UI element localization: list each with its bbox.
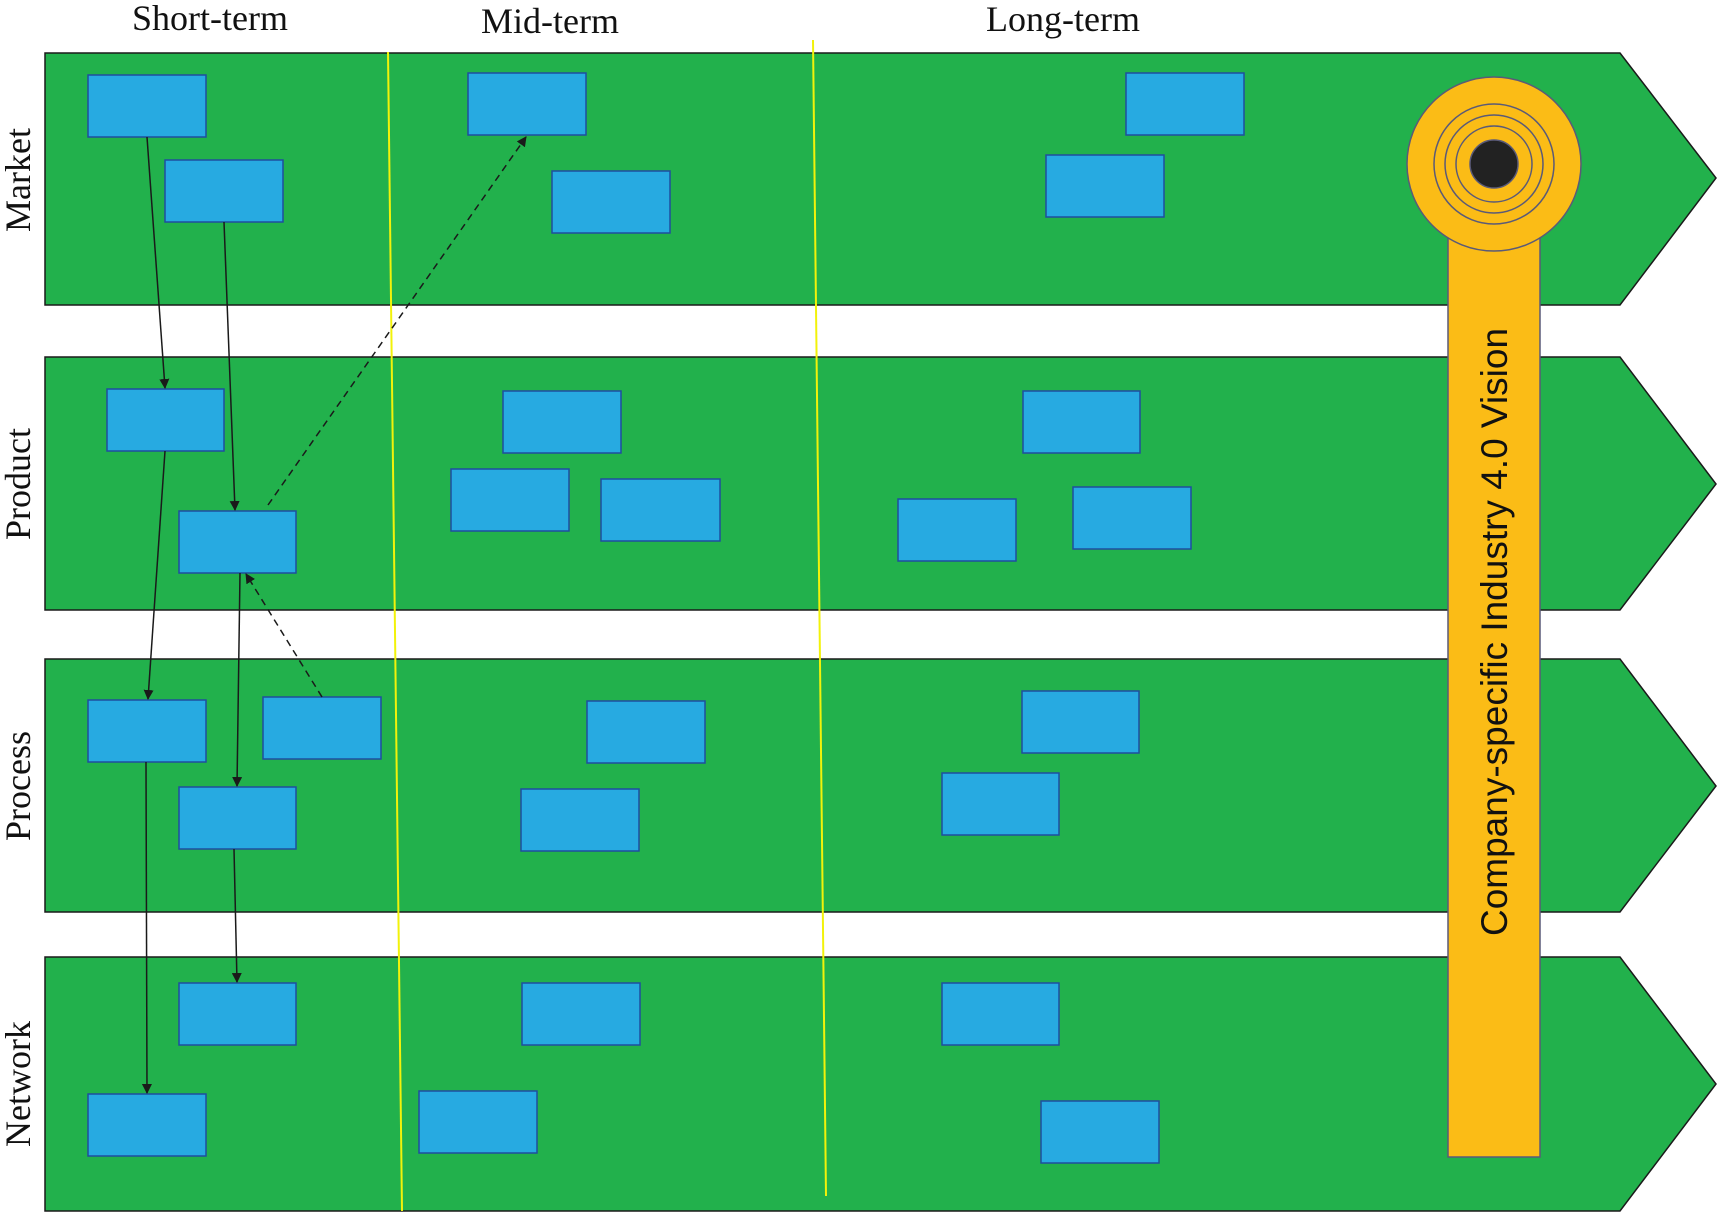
- box-network-2: [87, 1093, 207, 1157]
- lane-process: [44, 658, 1717, 913]
- lane-market: [44, 52, 1717, 306]
- arrow-product1-process1: [143, 450, 166, 700]
- vision-column: [1447, 214, 1541, 1158]
- box-product-2: [178, 510, 297, 574]
- arrow-product2-market3: [267, 136, 527, 506]
- box-market-4: [551, 170, 671, 234]
- arrow-market1-product1: [146, 136, 170, 389]
- arrow-process2-product2: [245, 573, 323, 698]
- lane-label-product: Product: [0, 428, 38, 540]
- box-market-3: [467, 72, 587, 136]
- arrow-product2-process4: [232, 572, 243, 787]
- lane-label-network: Network: [0, 1021, 38, 1147]
- box-process-2: [262, 696, 382, 760]
- box-process-5: [520, 788, 640, 852]
- arrow-process1-network2: [141, 761, 152, 1094]
- target-icon: [1406, 76, 1582, 252]
- box-network-5: [941, 982, 1060, 1046]
- vision-label: Company-specific Industry 4.0 Vision: [1474, 328, 1515, 936]
- lane-label-market: Market: [0, 128, 38, 232]
- box-product-8: [1072, 486, 1192, 550]
- box-network-4: [418, 1090, 538, 1154]
- divider-mid-long: [812, 39, 827, 1197]
- time-label-long-term: Long-term: [986, 0, 1140, 39]
- box-network-6: [1040, 1100, 1160, 1164]
- box-process-3: [586, 700, 706, 764]
- box-process-4: [178, 786, 297, 850]
- divider-short-mid: [387, 51, 403, 1212]
- arrow-market2-product2: [223, 221, 240, 511]
- box-network-3: [521, 982, 641, 1046]
- box-market-1: [87, 74, 207, 138]
- box-product-4: [450, 468, 570, 532]
- box-market-6: [1045, 154, 1165, 218]
- box-network-1: [178, 982, 297, 1046]
- time-label-mid-term: Mid-term: [481, 1, 619, 41]
- box-market-5: [1125, 72, 1245, 136]
- box-product-6: [1022, 390, 1141, 454]
- box-product-7: [897, 498, 1017, 562]
- lane-product: [44, 356, 1717, 611]
- lane-label-process: Process: [0, 731, 38, 841]
- arrow-process4-network1: [231, 848, 242, 983]
- box-product-1: [106, 388, 225, 452]
- box-process-6: [1021, 690, 1140, 754]
- box-process-1: [87, 699, 207, 763]
- box-product-5: [600, 478, 721, 542]
- box-process-7: [941, 772, 1060, 836]
- box-product-3: [502, 390, 622, 454]
- time-label-short-term: Short-term: [132, 0, 288, 38]
- box-market-2: [164, 159, 284, 223]
